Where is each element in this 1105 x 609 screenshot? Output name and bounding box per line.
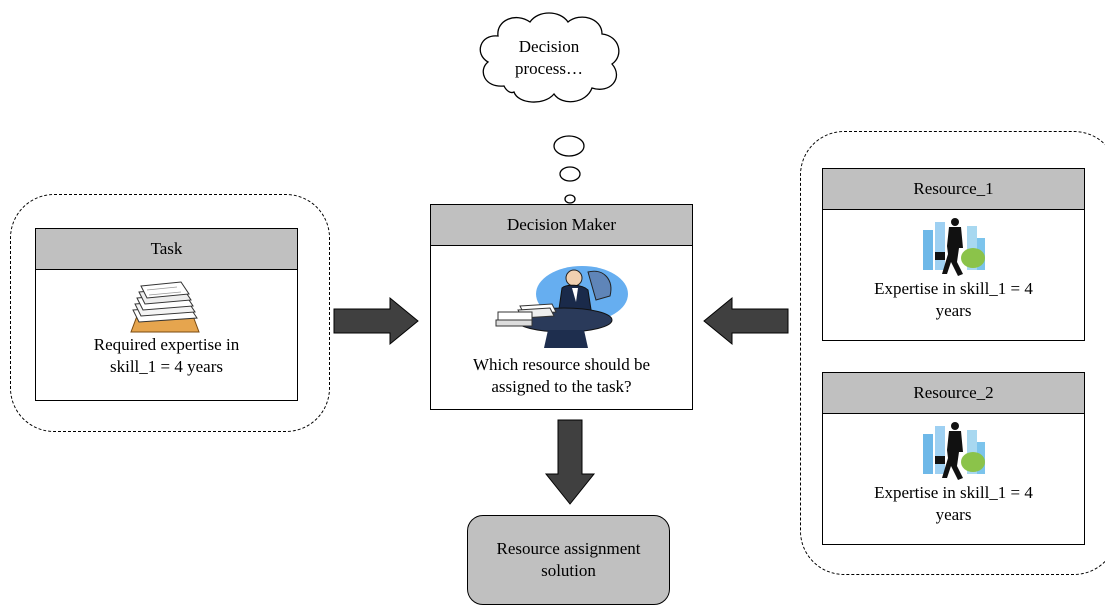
paper-stack-icon [129,281,200,333]
resource-2-text-line2: years [935,505,972,524]
arrow-decision-to-outcome [544,419,596,505]
thought-bubble-medium [559,166,581,182]
resource-2-text-line1: Expertise in skill_1 = 4 [874,483,1033,502]
outcome-text-line2: solution [541,561,596,580]
decision-maker-header: Decision Maker [431,205,692,246]
task-text-line1: Required expertise in [93,335,240,354]
resource-2-box: Resource_2 Expertise in skill_1 = 4 year… [822,372,1085,545]
decision-maker-text-line2: assigned to the task? [491,377,632,396]
decision-maker-text-line1: Which resource should be [472,355,651,374]
resource-1-text-line1: Expertise in skill_1 = 4 [874,279,1033,298]
thought-cloud [479,12,620,103]
resource-2-header: Resource_2 [823,373,1084,414]
thought-text: Decision process… [494,36,604,80]
resources-group [800,131,1105,575]
decision-maker-body: Which resource should be assigned to the… [431,250,692,398]
task-group [10,194,330,432]
task-body: Required expertise in skill_1 = 4 years [36,278,297,378]
walking-businessman-icon [922,422,985,480]
task-text-line2: skill_1 = 4 years [110,357,223,376]
resource-2-body: Expertise in skill_1 = 4 years [823,420,1084,526]
task-header: Task [36,229,297,270]
walking-businessman-icon [922,218,985,276]
task-box: Task Required expertise in skill_1 = 4 y… [35,228,298,401]
thought-text-line2: process… [515,59,583,78]
arrow-task-to-decision [333,296,419,346]
thought-bubble-small [564,194,576,204]
resource-1-header: Resource_1 [823,169,1084,210]
resource-assignment-solution: Resource assignment solution [467,515,670,605]
thought-text-line1: Decision [518,37,580,56]
businessman-at-desk-icon [495,266,628,348]
outcome-text-line1: Resource assignment [496,539,641,558]
thought-bubble-large [553,135,585,157]
resource-1-box: Resource_1 Expertise in skill_1 = 4 year… [822,168,1085,341]
decision-maker-box: Decision Maker Which resource should be … [430,204,693,410]
resource-1-body: Expertise in skill_1 = 4 years [823,216,1084,322]
arrow-resources-to-decision [703,296,789,346]
resource-1-text-line2: years [935,301,972,320]
